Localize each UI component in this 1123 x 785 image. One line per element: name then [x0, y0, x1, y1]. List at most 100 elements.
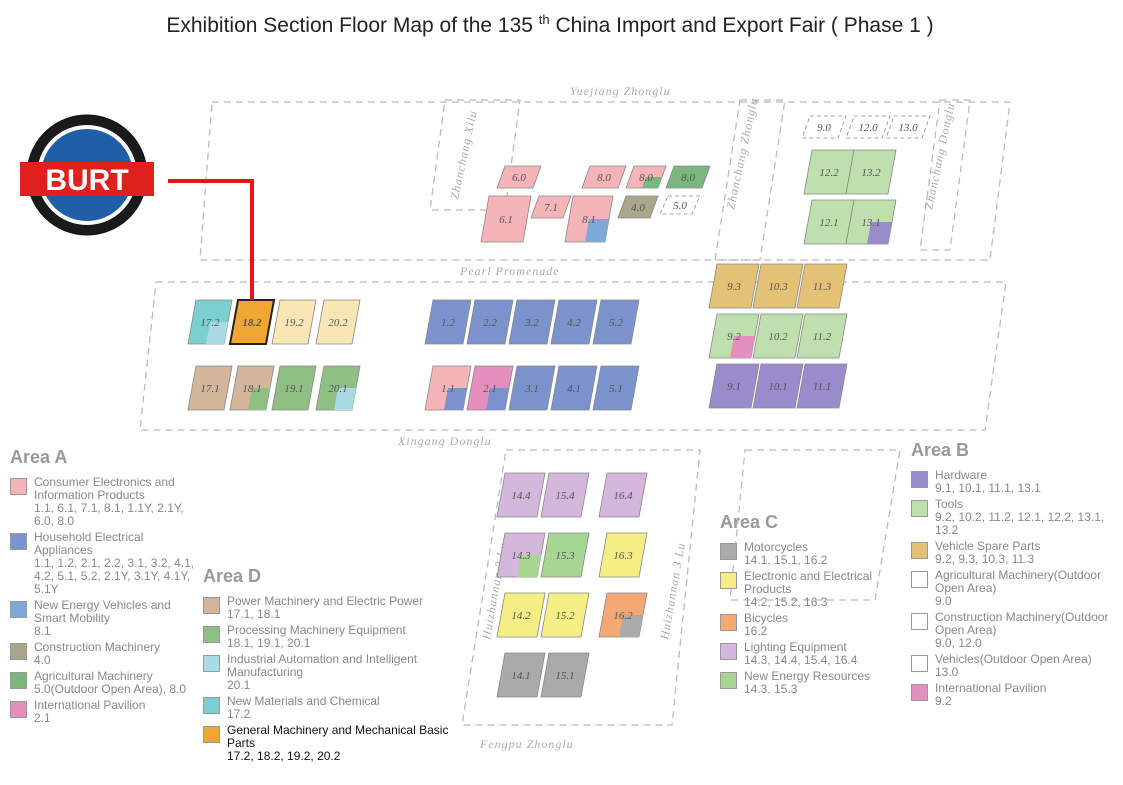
- hall-11.2[interactable]: 11.2: [796, 313, 848, 359]
- hall-shape: [592, 299, 640, 345]
- hall-11.1[interactable]: 11.1: [796, 363, 848, 409]
- hall-12.2[interactable]: 12.2: [803, 149, 855, 195]
- hall-8.0[interactable]: 8.0: [665, 165, 711, 189]
- hall-label: 4.0: [631, 202, 645, 214]
- hall-10.3[interactable]: 10.3: [752, 263, 804, 309]
- hall-20.2[interactable]: 20.2: [315, 299, 361, 345]
- hall-8.0[interactable]: 8.0: [581, 165, 627, 189]
- hall-label: 5.2: [609, 317, 623, 329]
- legend-swatch: [720, 614, 737, 631]
- hall-10.1[interactable]: 10.1: [752, 363, 804, 409]
- hall-13.1[interactable]: 13.1: [845, 199, 897, 245]
- legend-swatch: [720, 672, 737, 689]
- legend-item: Consumer Electronics and Information Pro…: [10, 476, 195, 528]
- hall-label: 4.1: [567, 383, 581, 395]
- hall-14.4[interactable]: 14.4: [496, 472, 546, 518]
- hall-15.2[interactable]: 15.2: [540, 592, 590, 638]
- hall-12.1[interactable]: 12.1: [803, 199, 855, 245]
- hall-11.3[interactable]: 11.3: [796, 263, 848, 309]
- hall-shape: [271, 365, 317, 411]
- legend-item: Vehicles(Outdoor Open Area)13.0: [911, 653, 1116, 679]
- hall-18.1[interactable]: 18.1: [229, 365, 275, 411]
- hall-14.3[interactable]: 14.3: [496, 532, 546, 578]
- hall-7.1[interactable]: 7.1: [530, 195, 572, 219]
- hall-9.1[interactable]: 9.1: [708, 363, 760, 409]
- hall-16.2[interactable]: 16.2: [598, 592, 648, 638]
- hall-20.1[interactable]: 20.1: [315, 365, 361, 411]
- legend-name: Bicycles: [744, 611, 789, 625]
- hall-19.2[interactable]: 19.2: [271, 299, 317, 345]
- hall-18.2[interactable]: 18.2: [228, 299, 276, 345]
- hall-5.1[interactable]: 5.1: [592, 365, 640, 411]
- legend-halls: 9.0: [935, 594, 952, 608]
- pointer-line: [168, 179, 254, 300]
- hall-6.1[interactable]: 6.1: [480, 195, 532, 243]
- hall-15.1[interactable]: 15.1: [540, 652, 590, 698]
- hall-secondary-fill: [444, 388, 467, 410]
- legend-swatch: [10, 601, 27, 618]
- hall-4.2[interactable]: 4.2: [550, 299, 598, 345]
- hall-shape: [496, 165, 542, 189]
- hall-2.2[interactable]: 2.2: [466, 299, 514, 345]
- hall-label: 3.1: [524, 383, 539, 395]
- hall-14.2[interactable]: 14.2: [496, 592, 546, 638]
- hall-1.2[interactable]: 1.2: [424, 299, 472, 345]
- hall-9.0[interactable]: 9.0: [801, 115, 847, 139]
- hall-shape: [540, 532, 590, 578]
- legend-name: New Energy Resources: [744, 669, 871, 683]
- hall-6.0[interactable]: 6.0: [496, 165, 542, 189]
- hall-17.2[interactable]: 17.2: [187, 299, 233, 345]
- hall-12.0[interactable]: 12.0: [845, 115, 891, 139]
- hall-15.3[interactable]: 15.3: [540, 532, 590, 578]
- hall-16.3[interactable]: 16.3: [598, 532, 648, 578]
- hall-15.4[interactable]: 15.4: [540, 472, 590, 518]
- hall-label: 20.1: [328, 383, 347, 395]
- hall-13.0[interactable]: 13.0: [885, 115, 931, 139]
- hall-3.2[interactable]: 3.2: [508, 299, 556, 345]
- hall-1.1[interactable]: 1.1: [424, 365, 472, 411]
- hall-17.1[interactable]: 17.1: [187, 365, 233, 411]
- road-fengpu: Fengpu Zhonglu: [479, 737, 574, 751]
- hall-label: 11.3: [813, 281, 832, 293]
- hall-shape: [617, 195, 659, 219]
- hall-label: 9.2: [727, 331, 741, 343]
- hall-2.1[interactable]: 2.1: [466, 365, 514, 411]
- hall-16.4[interactable]: 16.4: [598, 472, 648, 518]
- hall-shape: [598, 472, 648, 518]
- hall-5.0[interactable]: 5.0: [659, 195, 701, 215]
- hall-9.3[interactable]: 9.3: [708, 263, 760, 309]
- hall-8.0[interactable]: 8.0: [625, 165, 667, 189]
- hall-9.2[interactable]: 9.2: [708, 313, 760, 359]
- legend-swatch: [911, 542, 928, 559]
- legend-name: Agricultural Machinery: [34, 669, 153, 683]
- hall-13.2[interactable]: 13.2: [845, 149, 897, 195]
- hall-label: 14.3: [511, 550, 531, 562]
- hall-label: 15.1: [555, 670, 574, 682]
- hall-shape: [752, 313, 804, 359]
- hall-label: 18.2: [242, 317, 262, 329]
- hall-label: 17.1: [200, 383, 219, 395]
- hall-5.2[interactable]: 5.2: [592, 299, 640, 345]
- legend-name: Construction Machinery: [34, 640, 161, 654]
- hall-4.0[interactable]: 4.0: [617, 195, 659, 219]
- legend-halls: 14.2, 15.2, 16.3: [744, 595, 828, 609]
- hall-shape: [496, 472, 546, 518]
- hall-label: 8.0: [681, 172, 695, 184]
- hall-3.1[interactable]: 3.1: [508, 365, 556, 411]
- hall-label: 15.4: [555, 490, 575, 502]
- hall-shape: [480, 195, 532, 243]
- hall-label: 3.2: [524, 317, 539, 329]
- hall-4.1[interactable]: 4.1: [550, 365, 598, 411]
- hall-19.1[interactable]: 19.1: [271, 365, 317, 411]
- hall-10.2[interactable]: 10.2: [752, 313, 804, 359]
- hall-14.1[interactable]: 14.1: [496, 652, 546, 698]
- hall-8.1[interactable]: 8.1: [564, 195, 614, 243]
- legend-halls: 9.2, 9.3, 10.3, 11.3: [935, 552, 1035, 566]
- hall-shape: [496, 652, 546, 698]
- hall-label: 6.1: [499, 214, 513, 226]
- hall-shape: [540, 472, 590, 518]
- legend-name: Lighting Equipment: [744, 640, 847, 654]
